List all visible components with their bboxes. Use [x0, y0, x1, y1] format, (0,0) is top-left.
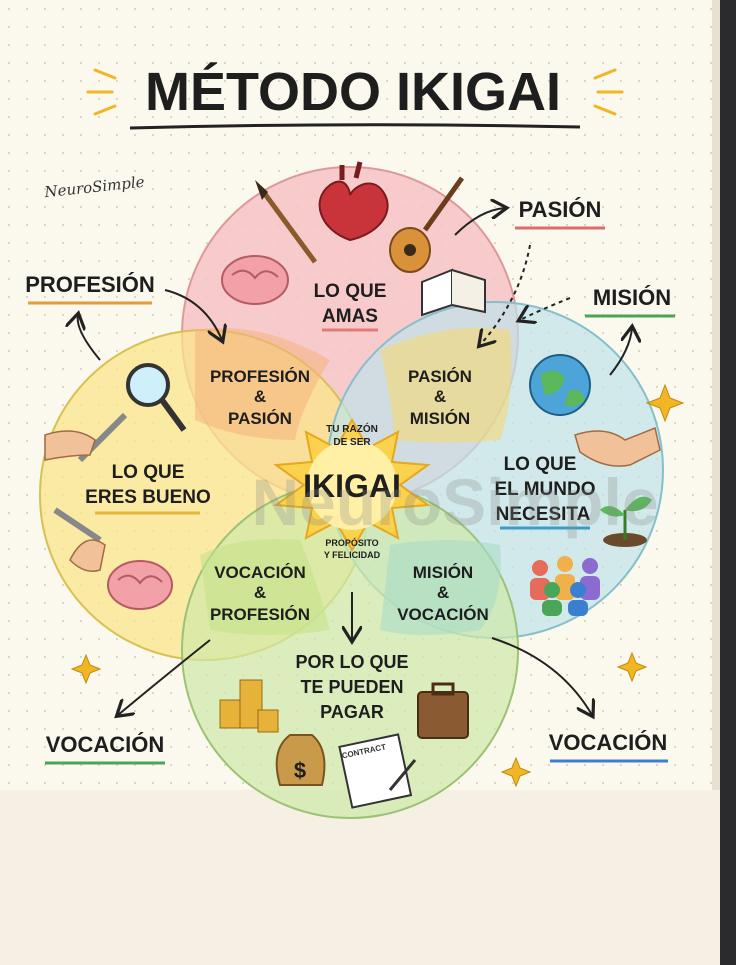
- svg-text:LO QUE: LO QUE: [112, 462, 185, 483]
- center-top-line2: DE SER: [333, 437, 371, 448]
- svg-text:&: &: [254, 387, 266, 406]
- svg-text:&: &: [254, 583, 266, 602]
- intersection-vocacion-profesion-area: [200, 539, 330, 635]
- svg-text:&: &: [437, 583, 449, 602]
- heart-icon: [318, 161, 389, 242]
- outer-label-vocacion-right: VOCACIÓN: [549, 730, 668, 755]
- sparkle-decorations: [70, 383, 685, 788]
- svg-text:PASIÓN: PASIÓN: [228, 409, 292, 428]
- book-icon: [421, 268, 486, 317]
- center-top-line1: TU RAZÓN: [326, 422, 378, 435]
- wrench-hand-icon: [44, 412, 128, 463]
- svg-text:MISIÓN: MISIÓN: [410, 409, 470, 428]
- tool-hand-icon: [53, 507, 106, 572]
- watermark: NeuroSimple: [251, 465, 658, 539]
- center-ikigai: IKIGAI: [303, 468, 401, 504]
- svg-text:EL MUNDO: EL MUNDO: [495, 479, 596, 500]
- svg-text:LO QUE: LO QUE: [314, 281, 387, 302]
- title-underline: [129, 123, 581, 130]
- svg-text:PROFESIÓN: PROFESIÓN: [210, 605, 310, 624]
- outer-label-vocacion-left: VOCACIÓN: [46, 732, 165, 757]
- svg-text:MISIÓN: MISIÓN: [413, 563, 473, 582]
- center-bottom-line2: Y FELICIDAD: [324, 550, 381, 560]
- svg-text:VOCACIÓN: VOCACIÓN: [214, 563, 306, 582]
- svg-text:PASIÓN: PASIÓN: [408, 367, 472, 386]
- page-edge: [712, 0, 720, 965]
- svg-text:AMAS: AMAS: [322, 306, 378, 327]
- brain-icon-left: [107, 560, 173, 610]
- people-icon: [530, 556, 600, 616]
- intersection-profesion-pasion-area: [195, 328, 330, 440]
- label-mision-vocacion: MISIÓN & VOCACIÓN: [397, 563, 489, 624]
- coins-icon: [219, 679, 279, 733]
- globe-icon: [529, 354, 591, 416]
- svg-text:LO QUE: LO QUE: [504, 454, 577, 475]
- contract-icon: CONTRACT: [338, 733, 417, 809]
- svg-text:&: &: [434, 387, 446, 406]
- svg-text:PROFESIÓN: PROFESIÓN: [210, 367, 310, 386]
- center-bottom-line1: PROPÓSITO: [325, 537, 378, 548]
- money-bag-icon: $: [275, 734, 326, 786]
- guitar-icon: [389, 176, 465, 273]
- paintbrush-icon: [255, 180, 318, 264]
- label-profesion-pasion: PROFESIÓN & PASIÓN: [210, 367, 310, 428]
- outer-label-mision: MISIÓN: [593, 285, 671, 310]
- magnifier-icon: [126, 363, 187, 432]
- label-lo-que-amas: LO QUE AMAS: [314, 281, 387, 332]
- intersection-pasion-mision-area: [380, 327, 512, 443]
- label-lo-que-eres-bueno: LO QUE ERES BUENO: [85, 462, 211, 515]
- svg-text:POR LO QUE: POR LO QUE: [295, 652, 408, 672]
- outer-label-profesion: PROFESIÓN: [25, 272, 155, 297]
- label-por-lo-que-te-pueden-pagar: POR LO QUE TE PUEDEN PAGAR: [295, 652, 408, 722]
- sprout-icon: [600, 496, 652, 547]
- svg-text:TE PUEDEN: TE PUEDEN: [300, 677, 403, 697]
- label-pasion-mision: PASIÓN & MISIÓN: [408, 367, 472, 428]
- notebook-binding: [720, 0, 736, 965]
- briefcase-icon: [417, 682, 469, 739]
- label-lo-que-el-mundo-necesita: LO QUE EL MUNDO NECESITA: [495, 454, 596, 530]
- ikigai-starburst: [273, 417, 431, 553]
- outer-label-pasion: PASIÓN: [519, 197, 602, 222]
- brand-name: NeuroSimple: [43, 173, 146, 202]
- title-rays: [86, 68, 624, 116]
- blank-page-area: [0, 790, 720, 965]
- label-vocacion-profesion: VOCACIÓN & PROFESIÓN: [210, 563, 310, 624]
- brain-icon-top: [221, 255, 289, 305]
- svg-text:PAGAR: PAGAR: [320, 702, 384, 722]
- svg-text:VOCACIÓN: VOCACIÓN: [397, 605, 489, 624]
- money-bag-dollar: $: [294, 758, 306, 783]
- svg-text:NECESITA: NECESITA: [496, 504, 591, 525]
- handshake-icon: [574, 426, 661, 467]
- page-title: MÉTODO IKIGAI: [145, 62, 561, 122]
- intersection-mision-vocacion-area: [380, 540, 501, 635]
- arrows: [78, 208, 632, 715]
- svg-text:ERES BUENO: ERES BUENO: [85, 487, 211, 508]
